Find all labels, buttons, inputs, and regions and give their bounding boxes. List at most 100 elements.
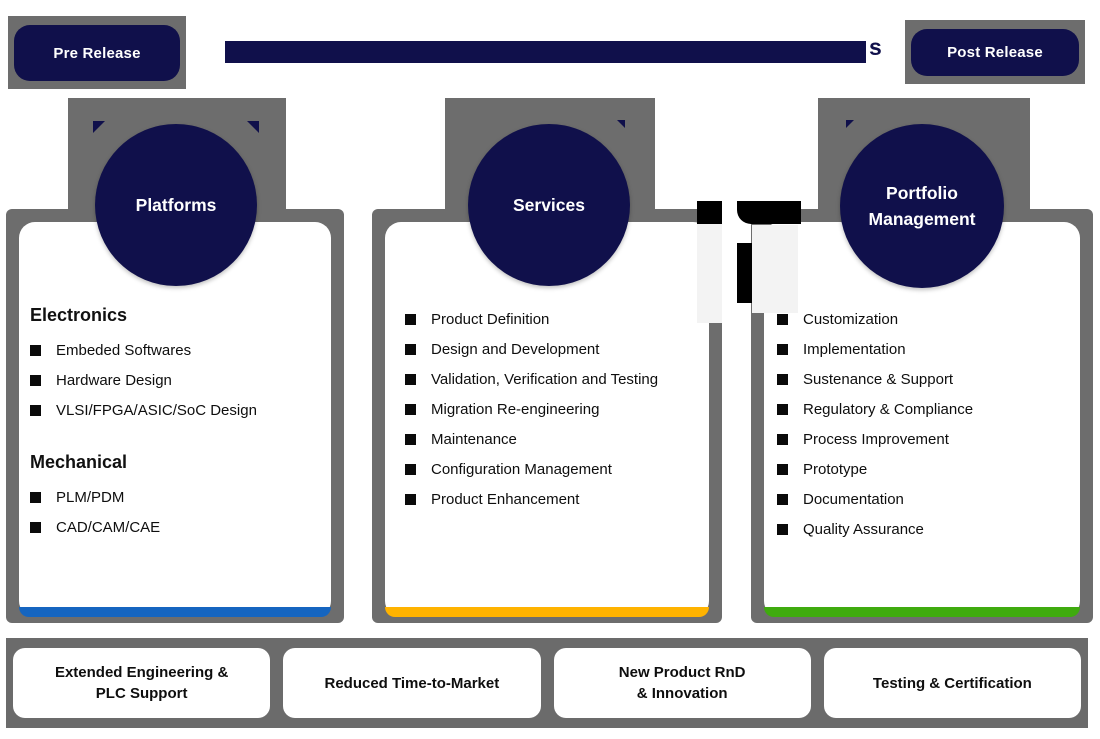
square-bullet-icon (30, 491, 41, 503)
corner-triangle-icon (617, 120, 625, 128)
footer-box-reduced-ttm: Reduced Time-to-Market (283, 648, 541, 718)
render-artifact (697, 224, 722, 323)
pre-release-frame: Pre Release (8, 16, 186, 89)
pre-release-badge: Pre Release (14, 25, 180, 81)
section-heading-electronics: Electronics (30, 305, 128, 325)
footer-box-testing-certification: Testing & Certification (823, 648, 1081, 718)
square-bullet-icon (405, 343, 416, 355)
footer-box-extended-engineering: Extended Engineering & PLC Support (13, 648, 271, 718)
footer-box-new-product-rnd: New Product RnD & Innovation (553, 648, 811, 718)
list-item: Documentation (777, 484, 1072, 514)
list-item-label: VLSI/FPGA/ASIC/SoC Design (56, 401, 257, 419)
list-item: Configuration Management (405, 454, 699, 484)
services-title: Services (512, 195, 585, 215)
list-item-label: Hardware Design (56, 371, 172, 389)
square-bullet-icon (777, 463, 788, 475)
list-item-label: Design and Development (431, 340, 600, 358)
list-item: Maintenance (405, 424, 699, 454)
corner-triangle-icon (93, 121, 105, 133)
square-bullet-icon (30, 521, 41, 533)
square-bullet-icon (777, 493, 788, 505)
section-heading-mechanical: Mechanical (30, 452, 128, 472)
list-item-label: Validation, Verification and Testing (431, 370, 659, 388)
list-item-label: Maintenance (431, 430, 517, 448)
title-trailing-letter: s (869, 34, 882, 60)
list-item-label: Prototype (803, 460, 868, 478)
square-bullet-icon (405, 433, 416, 445)
platforms-accent-bar (19, 607, 331, 617)
list-item: Product Enhancement (405, 484, 699, 514)
list-item: Quality Assurance (777, 514, 1072, 544)
square-bullet-icon (777, 313, 788, 325)
list-item-label: Quality Assurance (803, 520, 924, 538)
list-item-label: Product Definition (431, 310, 550, 328)
list-item: Validation, Verification and Testing (405, 364, 699, 394)
list-item-label: Configuration Management (431, 460, 612, 478)
list-item: Prototype (777, 454, 1072, 484)
list-item-label: Implementation (803, 340, 906, 358)
list-item: Migration Re-engineering (405, 394, 699, 424)
square-bullet-icon (777, 433, 788, 445)
square-bullet-icon (405, 493, 416, 505)
list-item: CAD/CAM/CAE (30, 512, 321, 542)
list-item: Embeded Softwares (30, 335, 321, 365)
post-release-frame: Post Release (905, 20, 1085, 84)
square-bullet-icon (405, 373, 416, 385)
list-item: Sustenance & Support (777, 364, 1072, 394)
list-item: Design and Development (405, 334, 699, 364)
post-release-label: Post Release (947, 44, 1043, 61)
mechanical-list: PLM/PDM CAD/CAM/CAE (30, 482, 321, 542)
list-item: Customization (777, 304, 1072, 334)
list-item: VLSI/FPGA/ASIC/SoC Design (30, 395, 321, 425)
square-bullet-icon (777, 373, 788, 385)
list-item: PLM/PDM (30, 482, 321, 512)
list-item-label: Sustenance & Support (803, 370, 954, 388)
list-item-label: PLM/PDM (56, 488, 125, 506)
services-circle: Services (468, 124, 630, 286)
pre-release-label: Pre Release (53, 44, 141, 62)
render-artifact (752, 225, 798, 313)
footer-band: Extended Engineering & PLC Support Reduc… (6, 638, 1088, 728)
render-artifact (737, 201, 801, 224)
list-item: Regulatory & Compliance (777, 394, 1072, 424)
list-item-label: Migration Re-engineering (431, 400, 600, 418)
square-bullet-icon (405, 403, 416, 415)
square-bullet-icon (30, 404, 41, 416)
square-bullet-icon (405, 313, 416, 325)
services-accent-bar (385, 607, 709, 617)
platforms-circle: Platforms (95, 124, 257, 286)
list-item-label: Process Improvement (803, 430, 949, 448)
corner-triangle-icon (247, 121, 259, 133)
list-item-label: CAD/CAM/CAE (56, 518, 161, 536)
square-bullet-icon (777, 523, 788, 535)
portfolio-accent-bar (764, 607, 1080, 617)
list-item-label: Embeded Softwares (56, 341, 192, 359)
corner-triangle-icon (846, 120, 854, 128)
square-bullet-icon (30, 344, 41, 356)
list-item-label: Regulatory & Compliance (803, 400, 974, 418)
list-item-label: Product Enhancement (431, 490, 580, 508)
portfolio-circle: Portfolio Management (840, 124, 1004, 288)
list-item: Product Definition (405, 304, 699, 334)
list-item: Process Improvement (777, 424, 1072, 454)
render-artifact (697, 201, 722, 224)
square-bullet-icon (777, 343, 788, 355)
square-bullet-icon (777, 403, 788, 415)
title-highlight-bar (225, 41, 866, 63)
post-release-badge: Post Release (911, 29, 1079, 76)
portfolio-title: Portfolio Management (868, 183, 976, 229)
list-item: Hardware Design (30, 365, 321, 395)
list-item-label: Documentation (803, 490, 904, 508)
list-item: Implementation (777, 334, 1072, 364)
render-artifact (737, 243, 752, 303)
list-item-label: Customization (803, 310, 899, 328)
square-bullet-icon (405, 463, 416, 475)
